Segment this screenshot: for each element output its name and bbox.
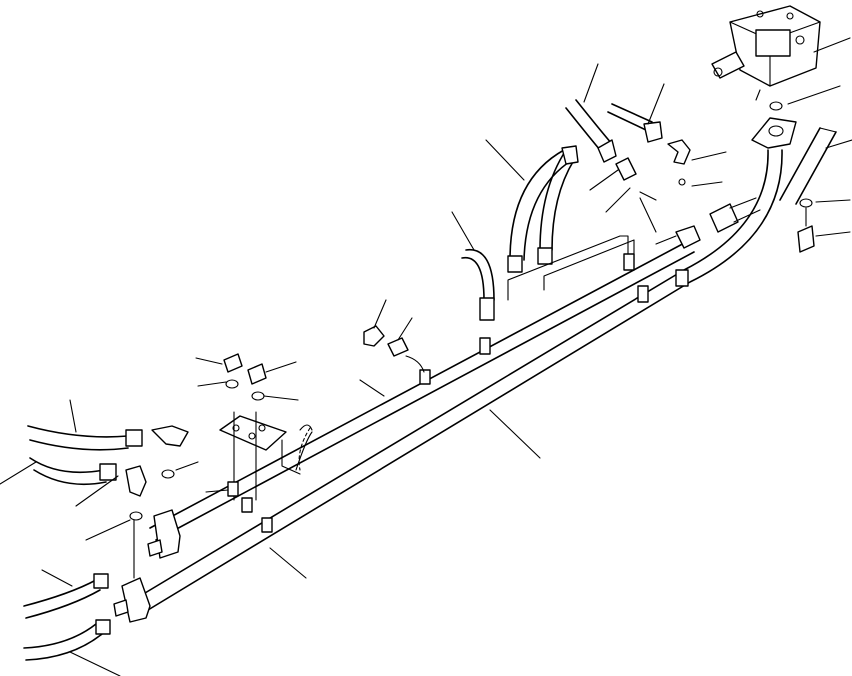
hose-bottom-left-a [23,573,109,619]
hose-left-upper [27,425,143,451]
dashed-guide [298,427,311,471]
main-tube-lower [139,149,783,611]
hose-bottom-left-b [23,619,111,661]
o-ring-left-a [161,469,175,479]
tube-nut-right [709,197,761,233]
o-ring-left-b [129,511,143,521]
elbow-left-a [151,425,189,447]
plate-fittings [227,481,273,533]
hose-bent-b [537,145,579,265]
connector-fitting-upper [615,157,637,181]
hose-bent-a [507,149,573,273]
hose-left-lower [29,457,117,486]
adapter-center-right [655,225,701,249]
bolt-right [797,198,815,253]
hose-right-end [779,127,837,205]
hose-upper-b [607,103,663,143]
valve-assembly [711,5,821,87]
elbow-fitting-upper [667,139,691,165]
leader-lines [0,37,852,676]
o-ring-top [769,101,783,111]
line-bracket-center [507,197,657,301]
valve-block-upper-left [147,509,181,559]
hose-short-left [461,249,495,321]
tube-flange [751,117,797,149]
hose-upper-a [565,99,617,163]
tee-fittings [419,253,689,385]
valve-block-lower-left [113,577,151,623]
elbow-left-b [125,465,147,497]
nuts-top-plate [223,353,267,401]
nuts-center-left [363,325,425,373]
o-ring-upper [678,178,686,186]
mount-plate [219,411,301,501]
